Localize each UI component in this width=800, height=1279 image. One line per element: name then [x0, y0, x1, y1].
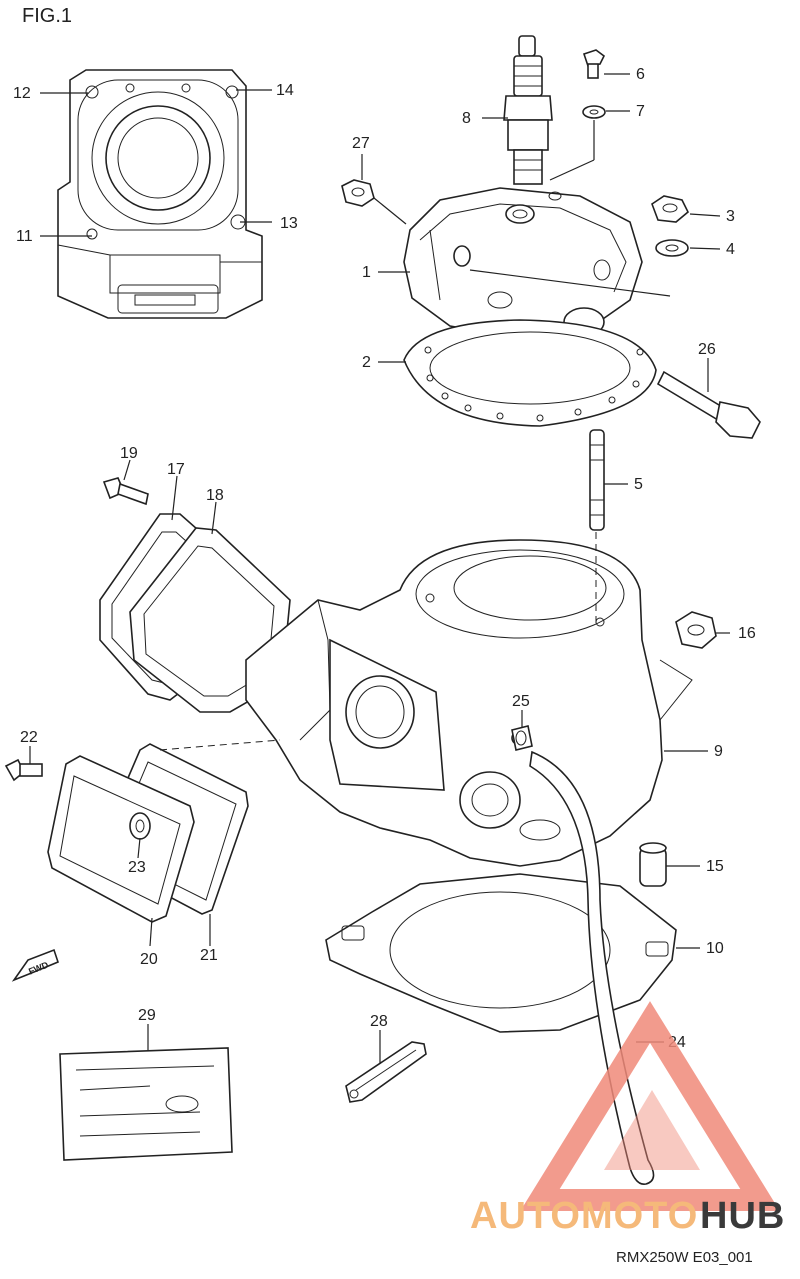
callout-17: 17: [167, 461, 185, 478]
callout-16: 16: [738, 625, 756, 642]
callout-15: 15: [706, 858, 724, 875]
callout-26: 26: [698, 341, 716, 358]
callout-29: 29: [138, 1007, 156, 1024]
callout-22: 22: [20, 729, 38, 746]
callout-9: 9: [714, 743, 723, 760]
callout-20: 20: [140, 951, 158, 968]
bolt-6: [582, 49, 606, 79]
callout-6: 6: [636, 66, 645, 83]
watermark-text-automoto: AUTOMOTO: [470, 1195, 698, 1237]
spark-plug: [503, 35, 553, 185]
washer-4: [655, 239, 689, 257]
cylinder-inset-view: [57, 69, 263, 319]
watermark-logo: [520, 1001, 780, 1211]
callout-12: 12: [13, 85, 31, 102]
callout-5: 5: [634, 476, 643, 493]
callout-13: 13: [280, 215, 298, 232]
callout-27: 27: [352, 135, 370, 152]
callout-8: 8: [462, 110, 471, 127]
callout-19: 19: [120, 445, 138, 462]
cylinder-base-gasket: [325, 873, 677, 1033]
callout-18: 18: [206, 487, 224, 504]
reed-valve-cover-20: [47, 755, 195, 923]
plate-28: [345, 1041, 427, 1103]
washer-7: [582, 105, 606, 119]
nut-3: [651, 195, 689, 223]
callout-3: 3: [726, 208, 735, 225]
callout-28: 28: [370, 1013, 388, 1030]
bolt-26: [656, 370, 761, 439]
callout-11: 11: [16, 228, 33, 245]
cylinder-body: [245, 539, 693, 867]
callout-2: 2: [362, 354, 371, 371]
washer-7-hole: [589, 109, 599, 115]
callout-25: 25: [512, 693, 530, 710]
washer-23: [129, 812, 151, 840]
callout-21: 21: [200, 947, 218, 964]
dowel-15: [639, 842, 667, 887]
callout-14: 14: [276, 82, 294, 99]
callout-1: 1: [362, 264, 371, 281]
forward-direction-icon: FWD: [11, 948, 59, 982]
screw-22: [4, 758, 43, 782]
callout-7: 7: [636, 103, 645, 120]
callout-10: 10: [706, 940, 724, 957]
leader-lines: [29, 73, 730, 1064]
washer-4-hole: [665, 244, 679, 252]
figure-title: FIG.1: [22, 5, 72, 27]
bolt-19: [102, 477, 149, 506]
nut-27: [341, 179, 375, 207]
watermark-text-hub: HUB: [700, 1195, 785, 1237]
nut-16: [675, 611, 717, 649]
cylinder-head: [403, 187, 643, 339]
diagram-code: RMX250W E03_001: [616, 1249, 753, 1266]
stud-bolt-5: [589, 429, 605, 531]
hose-clamp-25: [511, 725, 533, 751]
callout-23: 23: [128, 859, 146, 876]
assembly-line: [159, 739, 281, 751]
callout-4: 4: [726, 241, 735, 258]
decal-label-29: [59, 1047, 233, 1161]
head-gasket: [403, 319, 657, 427]
